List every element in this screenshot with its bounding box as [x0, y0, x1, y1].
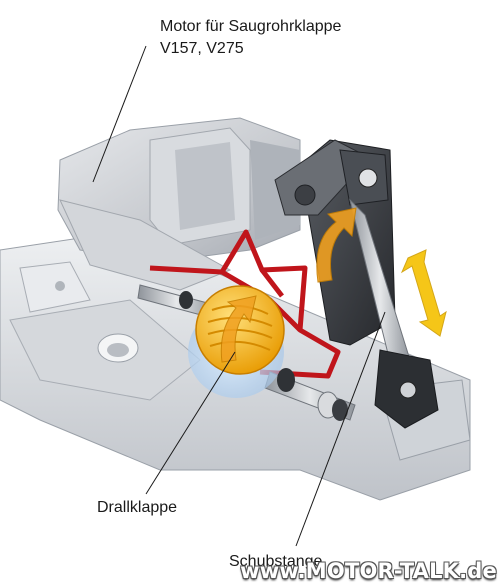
push-rod-direction-arrow	[400, 249, 447, 337]
watermark: www.MOTOR-TALK.de	[240, 559, 497, 583]
flap-axle	[137, 284, 356, 421]
actuator-rotation-arrow	[316, 207, 357, 283]
leader-lines	[92, 45, 386, 547]
motor-label-line1: Motor für Saugrohrklappe	[160, 18, 342, 35]
schubstange-label: Schubstange	[229, 553, 323, 570]
motor-housing	[57, 117, 301, 291]
swirl-flap	[195, 285, 285, 375]
actuator-arm	[274, 139, 439, 429]
leader-line-motor	[92, 45, 147, 183]
leader-line-schubstange	[295, 311, 386, 547]
flap-rotation-arrow	[220, 295, 257, 363]
leader-line-drallklappe	[145, 351, 236, 495]
motor-label: Motor für Saugrohrklappe V157, V275	[160, 16, 341, 60]
drallklappe-label: Drallklappe	[97, 499, 178, 516]
motor-label-line2: V157, V275	[160, 40, 244, 57]
